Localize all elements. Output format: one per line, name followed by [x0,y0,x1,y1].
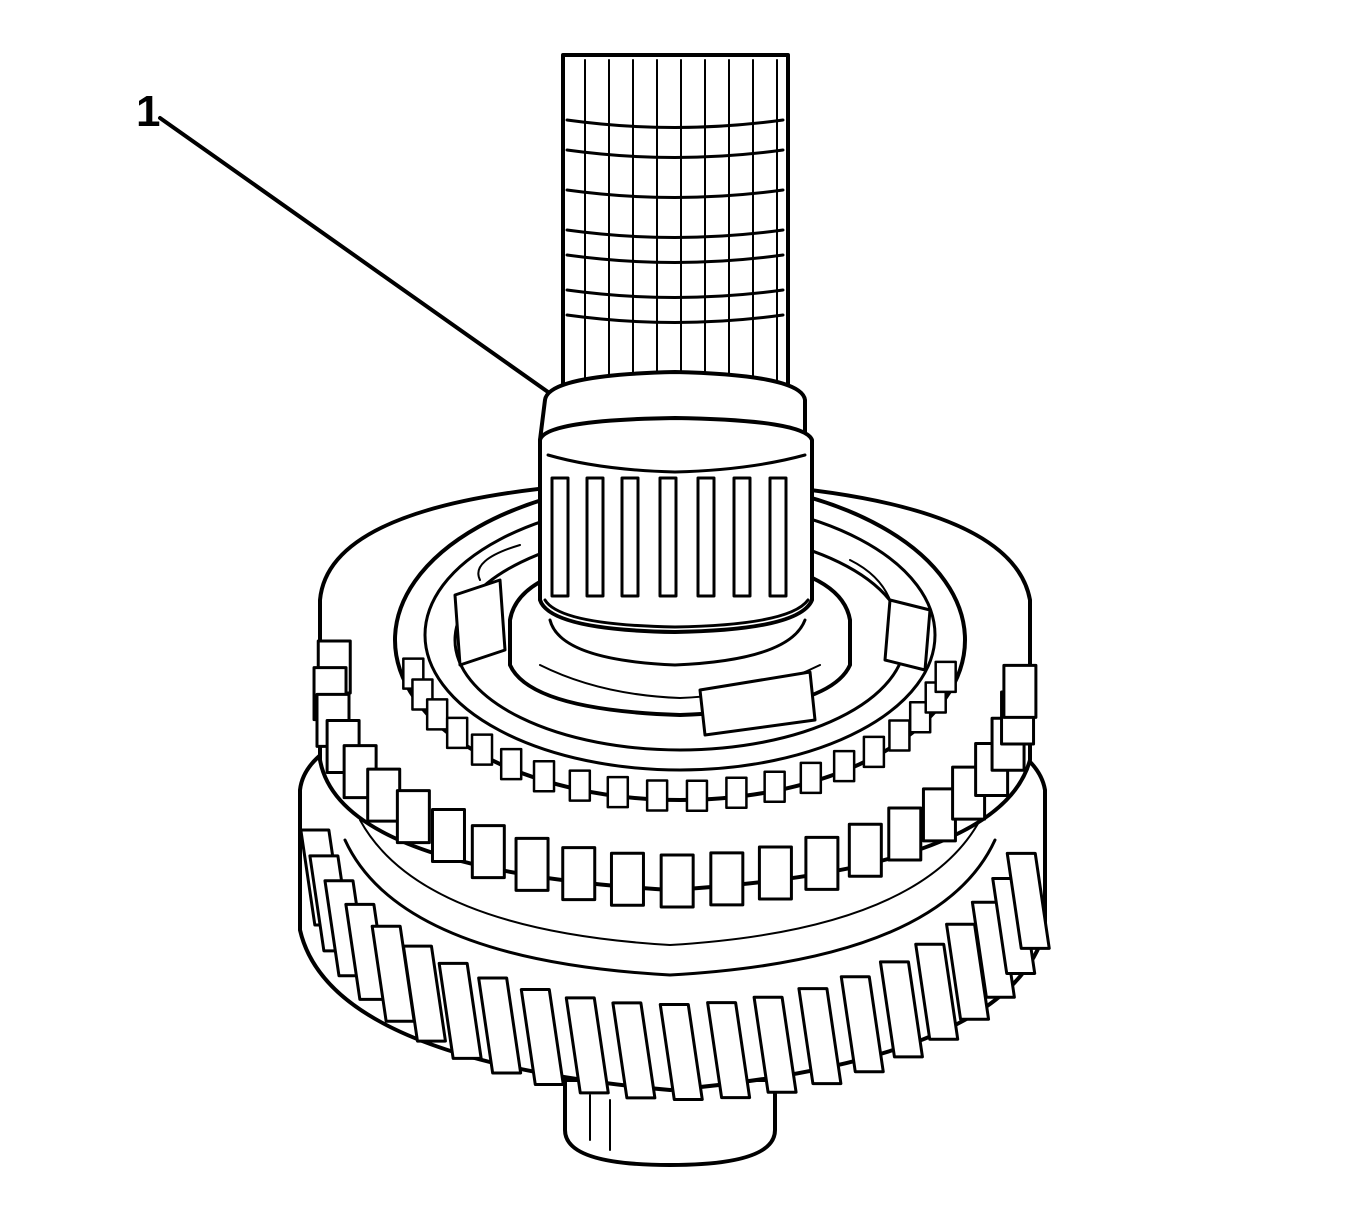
helical-tooth [1005,851,1051,950]
synchronizer-teeth [402,657,957,812]
helical-tooth [477,976,523,1075]
needle-window [768,476,788,598]
sync-tooth [685,779,709,812]
callout-1: 1 [136,87,550,394]
helical-tooth [706,1001,752,1100]
spur-tooth [847,822,883,878]
spur-tooth [1002,663,1038,719]
spur-tooth [757,845,793,901]
needle-window [658,476,678,598]
helical-tooth [611,1001,657,1100]
helical-tooth [945,922,991,1021]
helical-tooth [797,987,843,1086]
spur-gear-teeth [312,639,1038,909]
needle-bearing [538,370,814,667]
helical-gear-teeth [299,828,1051,1101]
sync-tooth [888,719,911,752]
sync-tooth [470,733,494,766]
helical-tooth [914,942,960,1041]
helical-tooth [401,944,447,1043]
helical-tooth [839,975,885,1074]
helical-tooth [437,961,483,1060]
helical-tooth [519,988,565,1087]
needle-window [620,476,640,598]
spur-tooth [514,836,550,892]
leader-line [158,116,550,394]
spur-tooth [804,835,840,891]
sync-tooth [532,760,556,793]
sync-tooth [445,716,469,750]
helical-tooth [564,996,610,1095]
sync-tooth [568,769,592,802]
spur-tooth [659,853,695,909]
spur-tooth [609,851,645,907]
spur-tooth [470,824,506,880]
spur-tooth [887,806,923,862]
spur-tooth [430,808,466,864]
spur-tooth [921,787,957,843]
sync-tooth [799,761,823,795]
sync-tooth [934,660,957,694]
helical-tooth [878,960,924,1059]
sync-tooth [606,775,630,809]
needle-window [550,476,570,598]
sync-tooth [499,747,523,781]
sync-tooth [425,698,449,731]
needle-window [732,476,752,598]
spur-tooth [366,767,402,823]
sync-tooth [763,770,786,804]
needle-window [585,476,605,598]
splined-shaft [561,53,790,407]
sync-tooth [645,779,669,812]
sync-tooth [862,735,886,769]
spur-tooth [561,846,597,902]
helical-tooth [752,995,798,1094]
sync-tooth [832,749,856,783]
needle-window [696,476,716,598]
sync-tooth [725,776,748,810]
callout-label: 1 [136,87,160,136]
spur-tooth [395,789,431,845]
helical-tooth [658,1003,704,1101]
bearing-needles [550,476,788,598]
spur-tooth [709,851,745,907]
